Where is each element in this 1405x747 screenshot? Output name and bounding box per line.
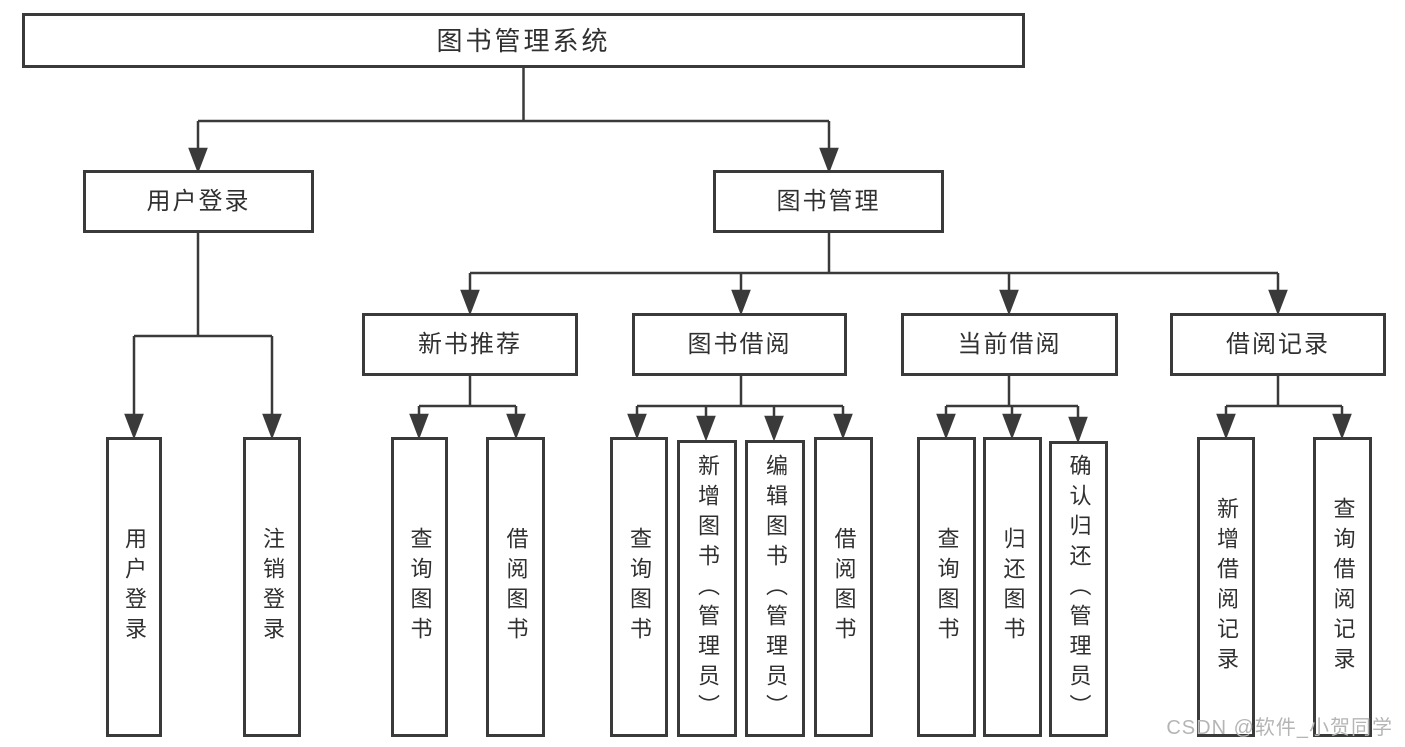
- node-label: 新书推荐: [418, 330, 522, 358]
- leaf-edit-books-admin: 编辑图书（管理员）: [745, 440, 805, 737]
- node-label: 当前借阅: [957, 330, 1062, 358]
- node-label: 用户登录: [122, 527, 147, 647]
- leaf-query-books-3: 查询图书: [917, 437, 976, 737]
- node-label: 查询借阅记录: [1330, 497, 1356, 677]
- node-book-management-module: 图书管理: [713, 170, 944, 233]
- node-label: 图书管理: [776, 187, 881, 215]
- node-label: 注销登录: [260, 527, 285, 647]
- leaf-borrow-books-1: 借阅图书: [486, 437, 545, 737]
- node-label: 借阅图书: [503, 527, 529, 647]
- node-library-management-system: 图书管理系统: [22, 13, 1025, 68]
- node-label: 借阅记录: [1226, 330, 1330, 358]
- node-label: 查询图书: [407, 527, 433, 647]
- node-label: 编辑图书（管理员）: [763, 453, 788, 724]
- leaf-return-books: 归还图书: [983, 437, 1042, 737]
- leaf-query-borrow-record: 查询借阅记录: [1313, 437, 1372, 737]
- leaf-add-books-admin: 新增图书（管理员）: [677, 440, 737, 737]
- node-label: 查询图书: [627, 527, 652, 647]
- node-label: 图书管理系统: [436, 25, 611, 56]
- node-label: 图书借阅: [687, 330, 792, 358]
- connector-current-borrow-children: [936, 376, 1088, 444]
- leaf-logout: 注销登录: [243, 437, 301, 737]
- csdn-watermark: CSDN @软件_小贺同学: [1166, 717, 1393, 739]
- node-new-book-recommendation: 新书推荐: [362, 313, 578, 376]
- leaf-query-books-1: 查询图书: [391, 437, 448, 737]
- connector-new-book-rec-children: [409, 376, 526, 440]
- leaf-add-borrow-record: 新增借阅记录: [1197, 437, 1255, 737]
- node-user-login-module: 用户登录: [83, 170, 314, 233]
- node-current-borrowing: 当前借阅: [901, 313, 1118, 376]
- node-label: 归还图书: [1000, 527, 1026, 647]
- node-book-borrowing: 图书借阅: [632, 313, 847, 376]
- node-label: 查询图书: [934, 527, 960, 647]
- connector-borrow-records-children: [1216, 376, 1352, 440]
- connector-root-to-level2: [188, 68, 839, 174]
- leaf-borrow-books-2: 借阅图书: [814, 437, 873, 737]
- node-label: 新增借阅记录: [1214, 497, 1239, 677]
- node-label: 确认归还（管理员）: [1066, 454, 1092, 724]
- node-label: 新增图书（管理员）: [695, 453, 720, 724]
- connector-book-borrow-children: [627, 376, 853, 442]
- node-label: 用户登录: [146, 187, 251, 215]
- leaf-confirm-return-admin: 确认归还（管理员）: [1049, 441, 1108, 737]
- connector-book-mgmt-children: [460, 233, 1288, 316]
- node-borrowing-records: 借阅记录: [1170, 313, 1386, 376]
- leaf-user-login: 用户登录: [106, 437, 162, 737]
- leaf-query-books-2: 查询图书: [610, 437, 668, 737]
- connector-user-login-children: [124, 233, 282, 440]
- node-label: 借阅图书: [831, 527, 857, 647]
